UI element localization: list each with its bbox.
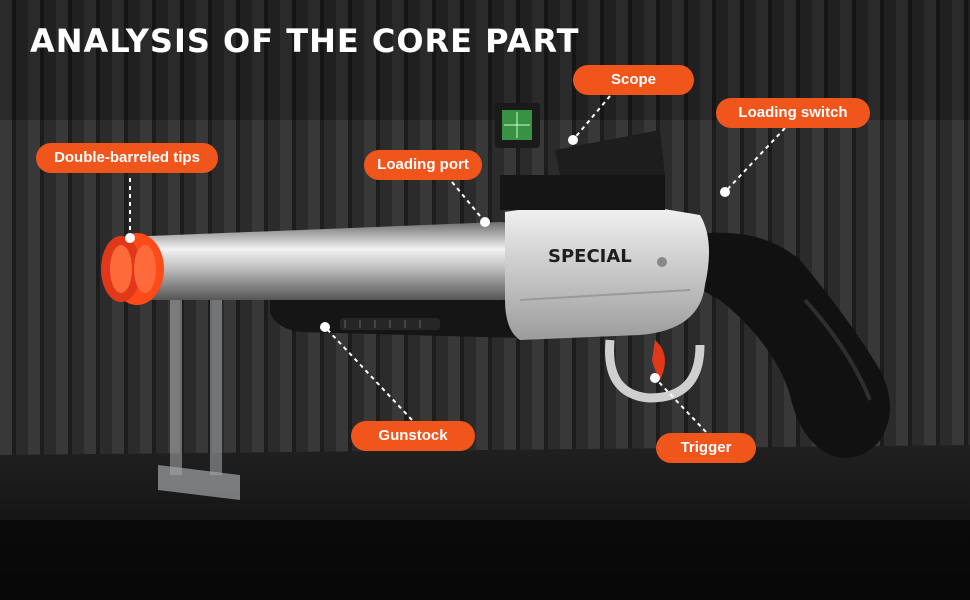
callout-double-barreled-tips: Double-barreled tips: [36, 143, 218, 173]
barrel: [125, 222, 515, 300]
callout-scope: Scope: [573, 65, 694, 95]
brand-text: SPECIAL: [548, 246, 632, 267]
callout-gunstock: Gunstock: [351, 421, 475, 451]
barrel-tips: [101, 233, 164, 305]
scope-body: [555, 130, 665, 175]
callout-leader-lines: [125, 95, 786, 433]
gunstock-grip-ridges: [340, 318, 440, 330]
callout-loading-switch: Loading switch: [716, 98, 870, 128]
trigger-guard: [605, 339, 705, 403]
callout-trigger: Trigger: [656, 433, 756, 463]
callout-loading-port: Loading port: [364, 150, 482, 180]
acrylic-stand: [158, 275, 240, 500]
page-title: ANALYSIS OF THE CORE PART: [30, 22, 580, 60]
handle: [690, 232, 890, 458]
trigger-shape: [652, 340, 665, 380]
receiver: [505, 203, 709, 340]
scope-rail: [500, 175, 665, 210]
